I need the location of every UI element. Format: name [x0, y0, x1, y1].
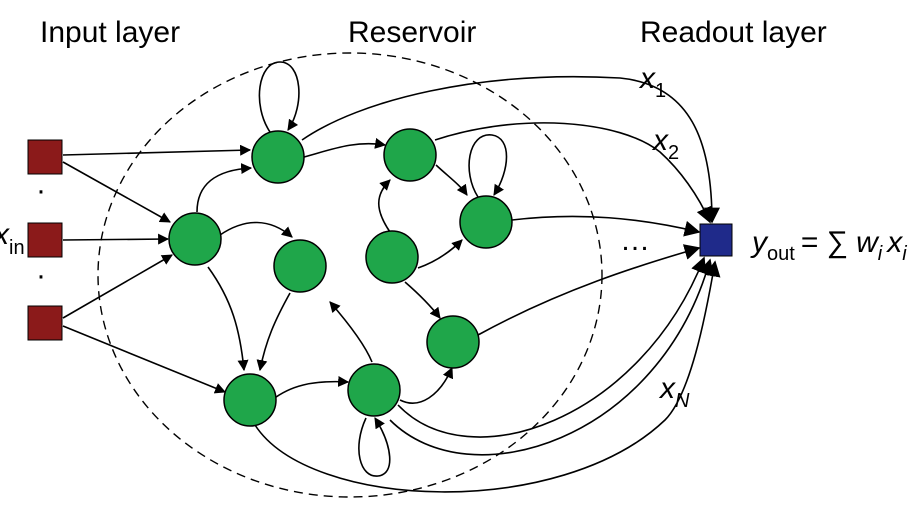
input-ellipsis-top: ·	[36, 174, 46, 207]
reservoir-node	[168, 212, 222, 266]
input-node-middle	[27, 222, 63, 258]
input-node-bottom	[27, 305, 63, 341]
reservoir-node	[459, 195, 513, 249]
reservoir-node	[347, 363, 401, 417]
readout-edges	[254, 75, 721, 493]
input-nodes	[27, 139, 63, 341]
output-node	[699, 223, 733, 257]
input-layer-header: Input layer	[40, 16, 180, 49]
reservoir-node	[426, 315, 480, 369]
x-1-label: x1	[638, 62, 666, 102]
reservoir-node	[383, 128, 437, 182]
reservoir-node	[365, 230, 419, 284]
x-2-label: x2	[651, 124, 679, 164]
reservoir-node	[223, 373, 277, 427]
reservoir-nodes	[168, 128, 513, 427]
x-in-label: xin	[0, 218, 25, 259]
x-n-label: xN	[658, 372, 690, 412]
output-ellipsis: …	[620, 224, 650, 257]
reservoir-edges	[196, 137, 468, 404]
readout-layer-header: Readout layer	[640, 16, 827, 49]
input-node-top	[27, 139, 63, 175]
input-ellipsis-bottom: ·	[36, 259, 46, 292]
reservoir-node	[273, 239, 327, 293]
input-edges	[62, 144, 252, 394]
self-loops	[258, 61, 508, 477]
reservoir-node	[251, 130, 305, 184]
reservoir-header: Reservoir	[348, 16, 476, 49]
reservoir-boundary	[97, 52, 603, 498]
